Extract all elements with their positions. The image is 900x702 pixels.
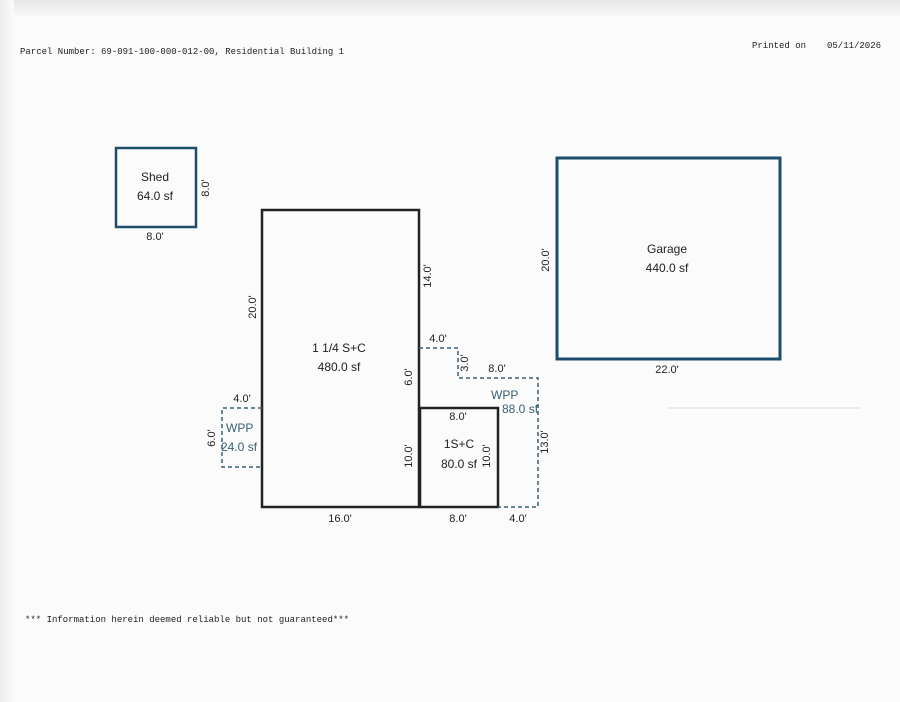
porch-left: WPP 24.0 sf 4.0' 6.0'	[206, 393, 262, 468]
main-house-area: 480.0 sf	[318, 360, 361, 374]
porch-left-label: WPP	[226, 421, 253, 435]
main-house-label: 1 1/4 S+C	[312, 341, 366, 355]
printed-date: 05/11/2026	[827, 41, 882, 51]
porch-right-dim-side-a: 3.0'	[459, 354, 471, 371]
main-dim-right-upper: 14.0'	[422, 264, 434, 288]
porch-right-dim-top-a: 4.0'	[429, 333, 446, 345]
shed-dim-bottom: 8.0'	[146, 231, 163, 243]
printed-label: Printed on	[752, 41, 807, 51]
porch-left-outline	[221, 407, 262, 468]
addition-dim-top: 8.0'	[449, 411, 466, 423]
addition-area: 80.0 sf	[441, 457, 478, 471]
garage-dim-side: 20.0'	[540, 248, 552, 272]
main-dim-right-lower: 6.0'	[403, 368, 415, 385]
addition-outline	[418, 406, 500, 509]
shed-dim-side: 8.0'	[200, 179, 212, 196]
porch-right-label: WPP	[491, 388, 518, 402]
addition-dim-left: 10.0'	[403, 444, 415, 468]
shed-outline	[114, 146, 198, 229]
porch-right-dim-side-b: 13.0'	[539, 430, 551, 454]
addition-dim-right: 10.0'	[481, 444, 493, 468]
scan-shadow-top	[0, 0, 900, 18]
shed-label: Shed	[141, 170, 169, 184]
garage: Garage 440.0 sf 20.0' 22.0'	[540, 156, 782, 376]
scan-shadow-left	[0, 0, 14, 702]
porch-left-dim-top: 4.0'	[233, 393, 250, 405]
garage-area: 440.0 sf	[646, 261, 689, 275]
garage-outline	[555, 156, 782, 361]
garage-dim-bottom: 22.0'	[655, 364, 679, 376]
main-house-outline	[260, 208, 421, 509]
disclaimer: *** Information herein deemed reliable b…	[25, 615, 350, 625]
porch-right-area: 88.0 sf	[502, 402, 539, 416]
porch-right: WPP 88.0 sf 4.0' 3.0' 8.0' 13.0' 4.0'	[419, 333, 551, 525]
porch-left-area: 24.0 sf	[221, 440, 258, 454]
addition-dim-bottom: 8.0'	[449, 513, 466, 525]
main-house: 1 1/4 S+C 480.0 sf 20.0' 14.0' 6.0' 16.0…	[247, 208, 434, 525]
shed: Shed 64.0 sf 8.0' 8.0'	[114, 146, 212, 243]
main-dim-bottom: 16.0'	[328, 513, 352, 525]
porch-right-outline	[419, 347, 539, 508]
addition: 1S+C 80.0 sf 8.0' 10.0' 10.0' 8.0'	[403, 406, 500, 525]
porch-right-dim-top-b: 8.0'	[488, 363, 505, 375]
main-dim-left: 20.0'	[247, 295, 259, 319]
garage-label: Garage	[647, 242, 687, 256]
parcel-header: Parcel Number: 69-091-100-000-012-00, Re…	[20, 47, 345, 57]
shed-area: 64.0 sf	[137, 189, 174, 203]
porch-right-dim-bottom: 4.0'	[509, 513, 526, 525]
addition-label: 1S+C	[444, 437, 475, 451]
porch-left-dim-side: 6.0'	[206, 429, 218, 446]
